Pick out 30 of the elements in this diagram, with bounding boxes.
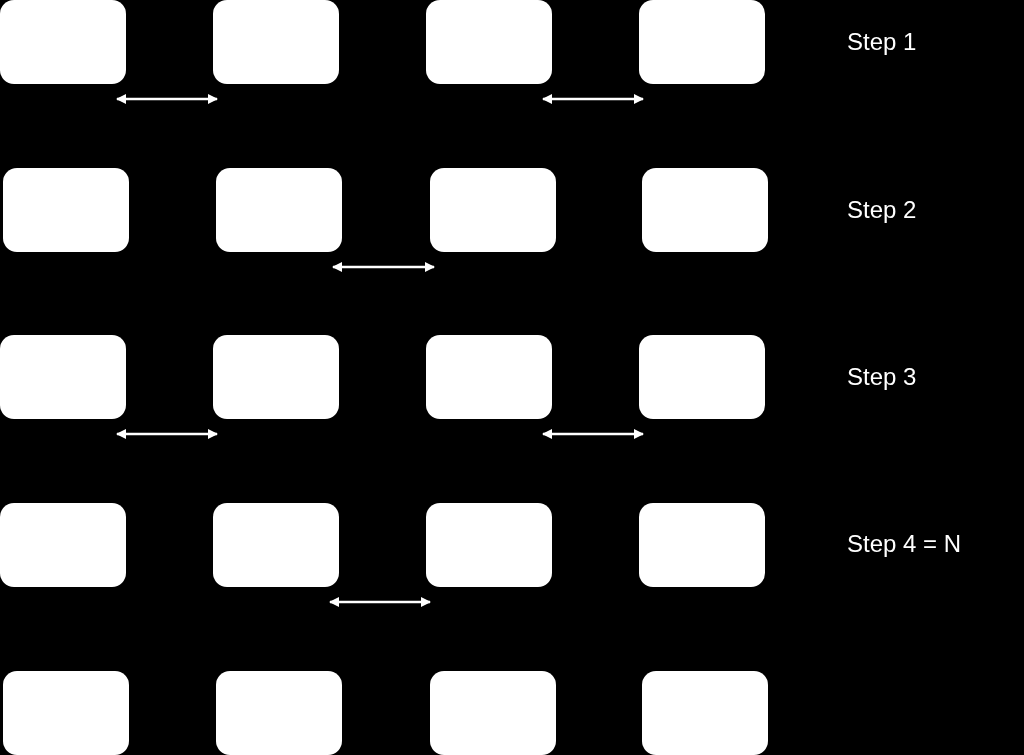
empty-box bbox=[3, 168, 129, 252]
empty-box bbox=[426, 335, 552, 419]
empty-box bbox=[0, 0, 126, 84]
empty-box bbox=[430, 168, 556, 252]
step-label: Step 2 bbox=[847, 196, 917, 224]
empty-box bbox=[642, 168, 768, 252]
empty-box bbox=[216, 671, 342, 755]
empty-box bbox=[639, 503, 765, 587]
empty-box bbox=[213, 335, 339, 419]
empty-box bbox=[430, 671, 556, 755]
double-arrow bbox=[116, 429, 218, 439]
empty-box bbox=[3, 671, 129, 755]
empty-box bbox=[216, 168, 342, 252]
empty-box bbox=[213, 503, 339, 587]
empty-box bbox=[0, 335, 126, 419]
empty-box bbox=[426, 503, 552, 587]
double-arrow bbox=[542, 94, 644, 104]
step-label: Step 3 bbox=[847, 363, 917, 391]
empty-box bbox=[426, 0, 552, 84]
empty-box bbox=[0, 503, 126, 587]
double-arrow bbox=[329, 597, 431, 607]
step-label: Step 4 = N bbox=[847, 530, 962, 558]
double-arrow bbox=[542, 429, 644, 439]
empty-box bbox=[639, 335, 765, 419]
empty-box bbox=[213, 0, 339, 84]
double-arrow bbox=[332, 262, 435, 272]
empty-box bbox=[642, 671, 768, 755]
double-arrow bbox=[116, 94, 218, 104]
empty-box bbox=[639, 0, 765, 84]
step-label: Step 1 bbox=[847, 28, 917, 56]
